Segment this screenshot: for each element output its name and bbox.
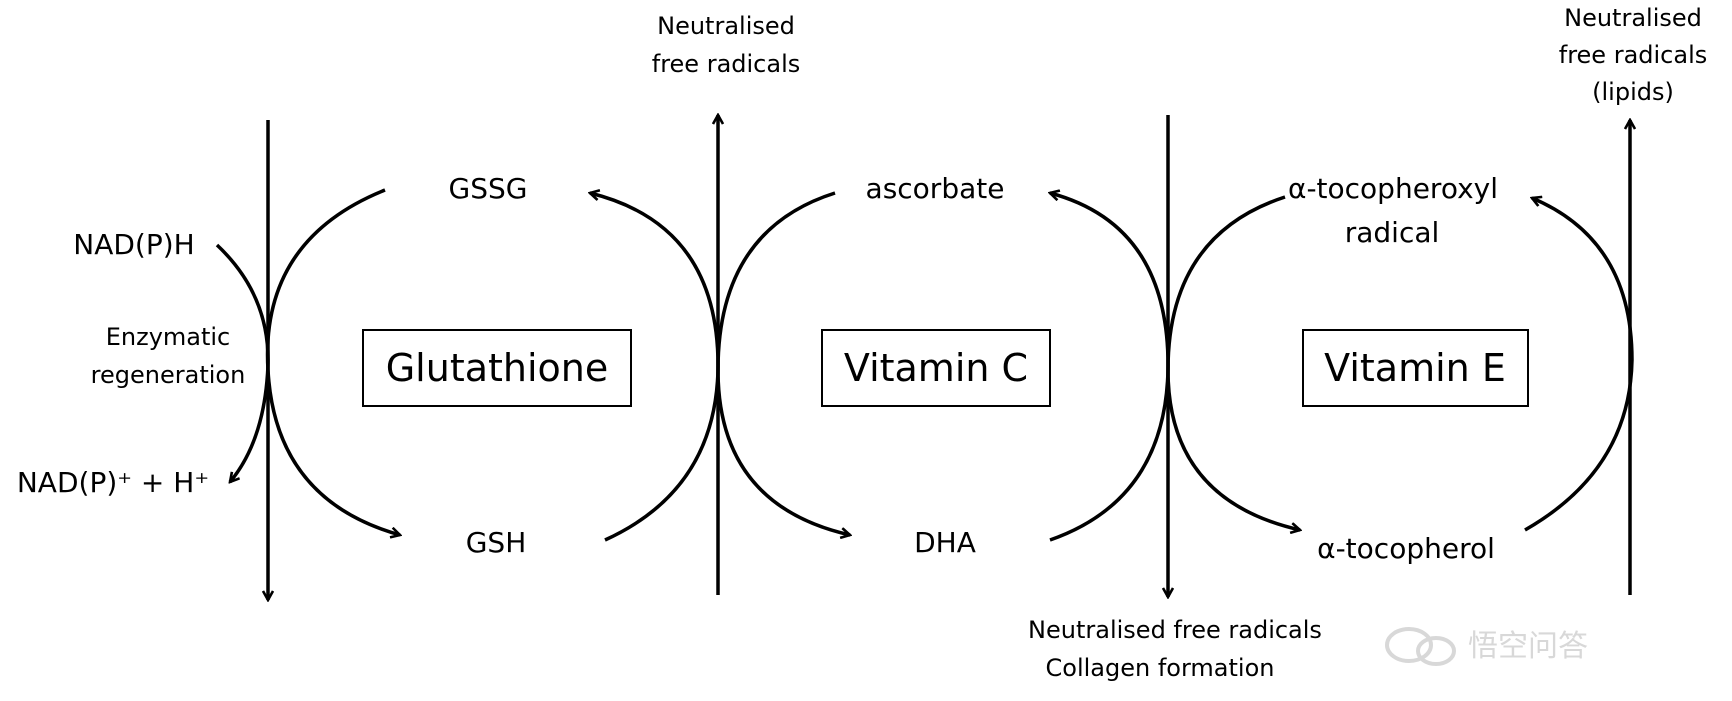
vite-right-curve (1524, 198, 1634, 532)
watermark-logo-icon (1385, 627, 1456, 666)
vite-output-line1: Neutralised (1564, 4, 1702, 32)
vitc-output-line1: Neutralised (657, 12, 795, 40)
glutathione-label: Glutathione (386, 346, 609, 390)
gsh-label: GSH (466, 526, 527, 559)
vitc-output-line2: free radicals (652, 50, 801, 78)
vite-output-line2: free radicals (1559, 41, 1708, 69)
nadph-label: NAD(P)H (73, 228, 194, 261)
vitamin-c-label: Vitamin C (844, 346, 1028, 390)
dha-label: DHA (914, 526, 976, 559)
enzymatic-label-line2: regeneration (91, 361, 246, 389)
tocopherol-label: α-tocopherol (1317, 532, 1495, 565)
enzymatic-label-line1: Enzymatic (106, 323, 231, 351)
glutathione-box (362, 329, 632, 407)
gssg-label: GSSG (449, 172, 528, 205)
watermark: 悟空问答 (1385, 627, 1588, 666)
vitamin-c-box (821, 329, 1051, 407)
bottom-output-line1: Neutralised free radicals (1028, 616, 1322, 644)
vitamin-e-box (1302, 329, 1529, 407)
tocopheroxyl-label-line1: α-tocopheroxyl (1288, 172, 1498, 205)
bottom-output-line2: Collagen formation (1046, 654, 1275, 682)
tocopheroxyl-label-line2: radical (1345, 216, 1440, 249)
vite-left-curve (1166, 195, 1300, 530)
nadp-label: NAD(P)⁺ + H⁺ (17, 466, 209, 499)
ascorbate-label: ascorbate (866, 172, 1005, 205)
vite-output-line3: (lipids) (1592, 78, 1674, 106)
vitamin-e-label: Vitamin E (1324, 346, 1506, 390)
vitc-right-curve (1050, 193, 1170, 542)
vitc-left-curve (716, 191, 850, 535)
watermark-text: 悟空问答 (1468, 629, 1588, 664)
glutathione-left-curve (265, 188, 400, 535)
